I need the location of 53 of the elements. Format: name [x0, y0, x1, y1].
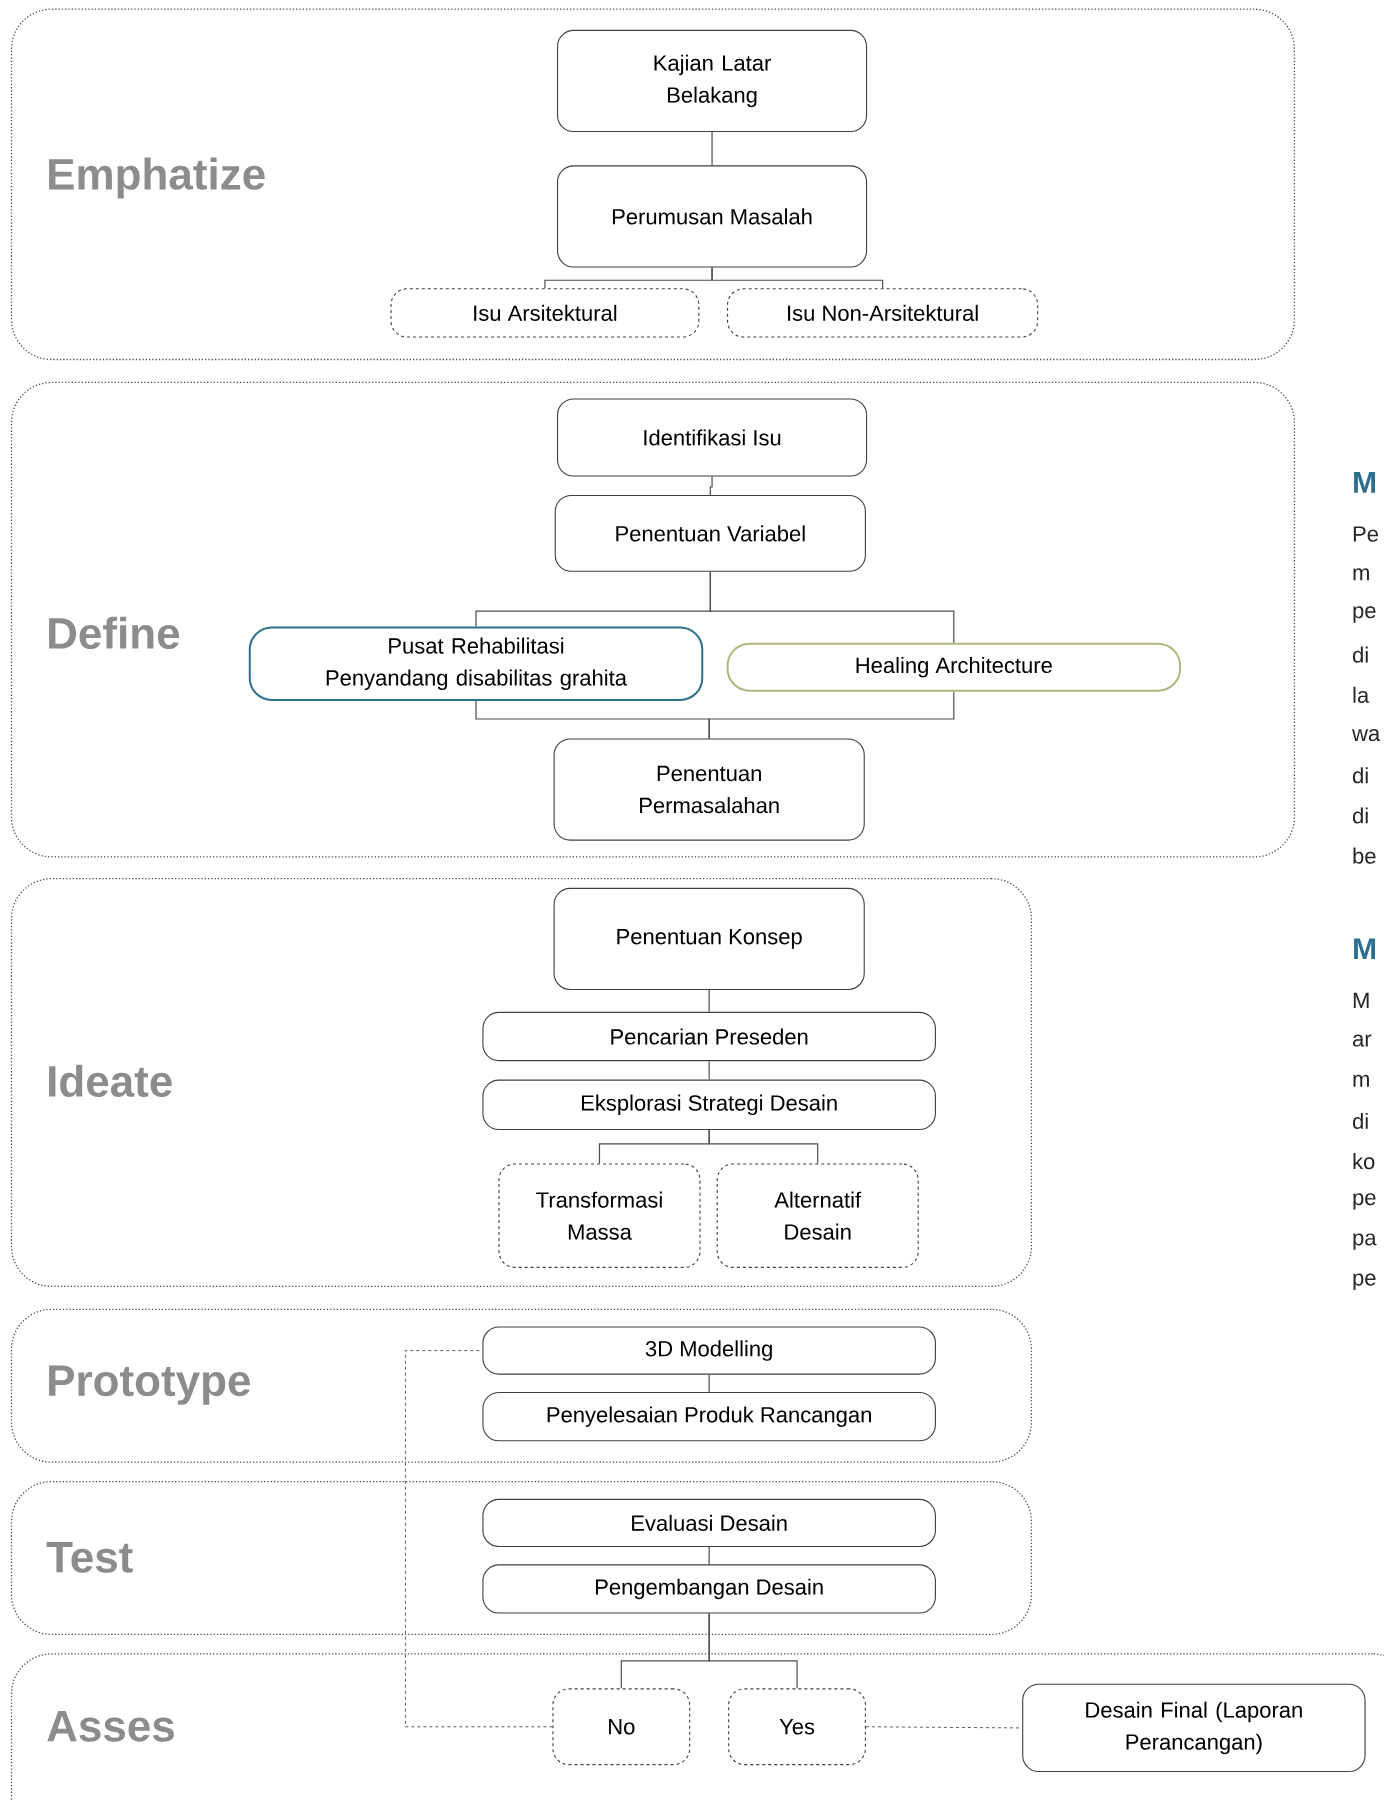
- connector: [405, 1350, 553, 1728]
- body-text: pe: [1353, 606, 1376, 623]
- body-text: pe: [1353, 1193, 1376, 1210]
- option-box: Yes: [728, 1688, 866, 1766]
- body-text: m: [1353, 1074, 1369, 1087]
- connector: [708, 1374, 710, 1393]
- option-box: Transformasi Massa: [498, 1163, 701, 1268]
- body-text: m: [1353, 568, 1369, 581]
- body-text: di: [1353, 646, 1368, 663]
- connector: [711, 266, 884, 289]
- process-box: Pengembangan Desain: [482, 1564, 936, 1614]
- connector: [711, 131, 713, 166]
- variable-box: Pusat Rehabilitasi Penyandang disabilitas grahita: [248, 626, 704, 701]
- option-box: Isu Arsitektural: [390, 288, 700, 338]
- process-box: Perumusan Masalah: [557, 165, 868, 268]
- connector: [708, 1546, 710, 1565]
- body-text: di: [1353, 767, 1368, 784]
- connector: [708, 989, 710, 1013]
- connector: [865, 1726, 1023, 1729]
- body-text: ko: [1353, 1153, 1375, 1170]
- body-text: M: [1353, 992, 1369, 1008]
- process-box: Penyelesaian Produk Rancangan: [482, 1392, 936, 1442]
- option-box: Alternatif Desain: [716, 1163, 919, 1268]
- process-box: Penentuan Permasalahan: [553, 738, 865, 841]
- process-box: Evaluasi Desain: [482, 1498, 936, 1547]
- process-box: Desain Final (Laporan Perancangan): [1022, 1683, 1366, 1773]
- process-box: 3D Modelling: [482, 1326, 936, 1375]
- process-box: Pencarian Preseden: [482, 1011, 936, 1062]
- heading-text: M: [1354, 938, 1376, 960]
- connector: [708, 1613, 798, 1689]
- body-text: di: [1353, 807, 1368, 824]
- body-text: pe: [1353, 1273, 1376, 1290]
- heading-text: M: [1354, 472, 1376, 493]
- connector: [709, 475, 713, 496]
- connector: [709, 571, 955, 644]
- body-text: wa: [1352, 729, 1381, 742]
- process-box: Penentuan Variabel: [554, 494, 866, 572]
- option-box: Isu Non-Arsitektural: [727, 288, 1039, 338]
- process-box: Identifikasi Isu: [557, 398, 868, 477]
- process-box: Kajian Latar Belakang: [557, 29, 868, 132]
- body-text: Pe: [1353, 526, 1378, 542]
- body-text: di: [1353, 1112, 1368, 1130]
- body-text: ar: [1353, 1034, 1372, 1047]
- body-text: be: [1353, 847, 1376, 864]
- process-box: Penentuan Konsep: [553, 887, 865, 990]
- connector: [708, 1060, 710, 1081]
- connector: [708, 1129, 819, 1165]
- process-box: Eksplorasi Strategi Desain: [482, 1079, 936, 1131]
- connector: [708, 691, 955, 740]
- variable-box: Healing Architecture: [726, 642, 1182, 692]
- option-box: No: [552, 1688, 691, 1766]
- body-text: pa: [1353, 1233, 1377, 1250]
- body-text: la: [1353, 686, 1370, 703]
